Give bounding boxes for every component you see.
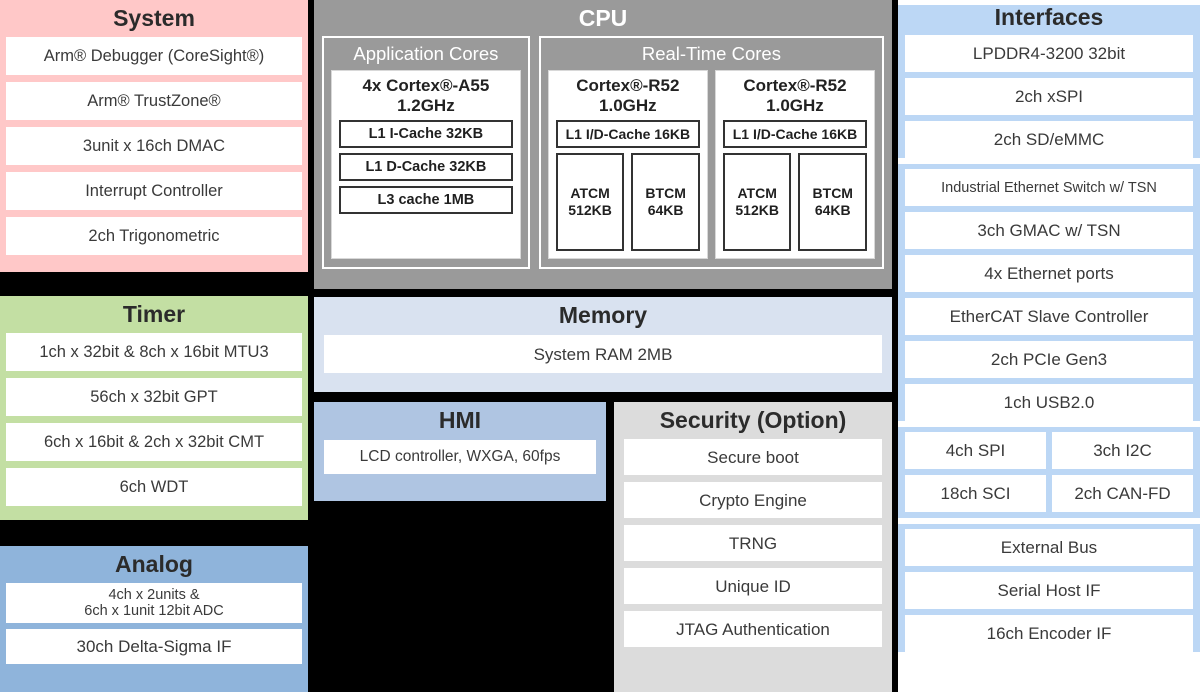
block-system-title: System	[113, 5, 195, 31]
block-interfaces-title: Interfaces	[994, 4, 1104, 30]
interfaces-item-gmac: 3ch GMAC w/ TSN	[905, 212, 1193, 250]
block-system: System Arm® Debugger (CoreSight®) Arm® T…	[0, 0, 308, 272]
core-r52-0-atcm-size: 512KB	[568, 202, 612, 219]
interfaces-group-misc: External Bus Serial Host IF 16ch Encoder…	[898, 524, 1200, 653]
interfaces-item-xspi: 2ch xSPI	[905, 78, 1193, 116]
memory-item-system-ram: System RAM 2MB	[324, 335, 882, 374]
system-item-trustzone: Arm® TrustZone®	[6, 82, 302, 121]
interfaces-item-serial-host-if: Serial Host IF	[905, 572, 1193, 610]
interfaces-group-serial: 4ch SPI 3ch I2C 18ch SCI 2ch CAN-FD	[898, 427, 1200, 519]
core-group-realtime: Real-Time Cores Cortex®-R52 1.0GHz L1 I/…	[538, 36, 884, 270]
security-item-unique-id: Unique ID	[624, 568, 882, 605]
interfaces-item-ethernet-ports: 4x Ethernet ports	[905, 255, 1193, 293]
block-analog: Analog 4ch x 2units & 6ch x 1unit 12bit …	[0, 546, 308, 692]
core-r52-0-atcm-label: ATCM	[570, 185, 610, 202]
core-r52-0-name: Cortex®-R52	[576, 76, 680, 96]
core-r52-1-name-block: Cortex®-R52 1.0GHz	[723, 76, 867, 115]
system-item-interrupt-controller: Interrupt Controller	[6, 172, 302, 211]
timer-item-gpt: 56ch x 32bit GPT	[6, 378, 302, 417]
core-group-realtime-title: Real-Time Cores	[641, 43, 781, 65]
system-item-debugger: Arm® Debugger (CoreSight®)	[6, 37, 302, 76]
timer-item-wdt: 6ch WDT	[6, 468, 302, 507]
analog-adc-line1: 4ch x 2units &	[108, 586, 200, 603]
analog-item-adc: 4ch x 2units & 6ch x 1unit 12bit ADC	[6, 583, 302, 624]
interfaces-group-network: Industrial Ethernet Switch w/ TSN 3ch GM…	[898, 164, 1200, 422]
interfaces-group-memory: Interfaces LPDDR4-3200 32bit 2ch xSPI 2c…	[898, 4, 1200, 159]
core-r52-0-btcm-size: 64KB	[647, 202, 684, 219]
system-item-trigonometric: 2ch Trigonometric	[6, 217, 302, 256]
interfaces-item-encoder-if: 16ch Encoder IF	[905, 615, 1193, 653]
core-card-r52-1: Cortex®-R52 1.0GHz L1 I/D-Cache 16KB ATC…	[714, 70, 876, 260]
core-r52-1-name: Cortex®-R52	[743, 76, 847, 96]
interfaces-item-industrial-ethernet-switch: Industrial Ethernet Switch w/ TSN	[905, 169, 1193, 207]
core-a55-l1i: L1 I-Cache 32KB	[339, 119, 513, 148]
core-r52-1-clock: 1.0GHz	[766, 95, 824, 115]
block-cpu: CPU Application Cores 4x Cortex®-A55 1.2…	[314, 0, 892, 289]
hmi-item-lcd-controller: LCD controller, WXGA, 60fps	[324, 440, 596, 475]
core-a55-name-block: 4x Cortex®-A55 1.2GHz	[339, 76, 513, 115]
block-security-title: Security (Option)	[659, 407, 847, 433]
interfaces-item-external-bus: External Bus	[905, 529, 1193, 567]
block-memory-title: Memory	[558, 302, 648, 328]
core-r52-1-btcm: BTCM 64KB	[798, 152, 868, 252]
interfaces-item-sd-emmc: 2ch SD/eMMC	[905, 121, 1193, 159]
interfaces-serial-grid: 4ch SPI 3ch I2C 18ch SCI 2ch CAN-FD	[905, 432, 1193, 513]
interfaces-item-lpddr4: LPDDR4-3200 32bit	[905, 35, 1193, 73]
analog-adc-line2: 6ch x 1unit 12bit ADC	[84, 603, 224, 620]
block-memory: Memory System RAM 2MB	[314, 297, 892, 392]
core-r52-0-btcm-label: BTCM	[645, 185, 686, 202]
security-item-trng: TRNG	[624, 525, 882, 562]
core-a55-l1d: L1 D-Cache 32KB	[339, 152, 513, 181]
core-r52-1-atcm-size: 512KB	[735, 202, 779, 219]
block-interfaces: Interfaces LPDDR4-3200 32bit 2ch xSPI 2c…	[898, 0, 1200, 692]
core-a55-l3: L3 cache 1MB	[339, 185, 513, 214]
interfaces-item-i2c: 3ch I2C	[1052, 432, 1193, 470]
block-timer-title: Timer	[122, 301, 186, 327]
timer-item-mtu3: 1ch x 32bit & 8ch x 16bit MTU3	[6, 333, 302, 372]
core-r52-1-btcm-size: 64KB	[814, 202, 851, 219]
core-r52-1-btcm-label: BTCM	[812, 185, 853, 202]
core-a55-clock: 1.2GHz	[397, 95, 455, 115]
interfaces-item-ethercat: EtherCAT Slave Controller	[905, 298, 1193, 336]
interfaces-item-can-fd: 2ch CAN-FD	[1052, 475, 1193, 513]
core-r52-0-btcm: BTCM 64KB	[631, 152, 700, 252]
core-r52-0-cache: L1 I/D-Cache 16KB	[555, 119, 700, 148]
core-r52-0-clock: 1.0GHz	[599, 95, 657, 115]
block-analog-title: Analog	[115, 551, 193, 577]
core-card-a55: 4x Cortex®-A55 1.2GHz L1 I-Cache 32KB L1…	[331, 70, 521, 260]
block-hmi-title: HMI	[438, 407, 482, 433]
interfaces-item-pcie: 2ch PCIe Gen3	[905, 341, 1193, 379]
core-group-application: Application Cores 4x Cortex®-A55 1.2GHz …	[322, 36, 530, 270]
timer-item-cmt: 6ch x 16bit & 2ch x 32bit CMT	[6, 423, 302, 462]
interfaces-item-spi: 4ch SPI	[905, 432, 1046, 470]
core-r52-1-tcm-row: ATCM 512KB BTCM 64KB	[722, 152, 868, 252]
block-timer: Timer 1ch x 32bit & 8ch x 16bit MTU3 56c…	[0, 296, 308, 520]
security-item-crypto-engine: Crypto Engine	[624, 482, 882, 519]
core-r52-0-name-block: Cortex®-R52 1.0GHz	[556, 76, 700, 115]
interfaces-item-sci: 18ch SCI	[905, 475, 1046, 513]
system-item-dmac: 3unit x 16ch DMAC	[6, 127, 302, 166]
core-r52-0-atcm: ATCM 512KB	[555, 152, 625, 252]
core-group-application-title: Application Cores	[353, 43, 499, 65]
realtime-core-cards: Cortex®-R52 1.0GHz L1 I/D-Cache 16KB ATC…	[547, 70, 876, 260]
security-item-secure-boot: Secure boot	[624, 439, 882, 476]
core-r52-0-tcm-row: ATCM 512KB BTCM 64KB	[555, 152, 700, 252]
core-r52-1-atcm-label: ATCM	[737, 185, 777, 202]
cpu-core-groups: Application Cores 4x Cortex®-A55 1.2GHz …	[322, 36, 884, 270]
core-a55-name: 4x Cortex®-A55	[362, 76, 490, 96]
core-r52-1-atcm: ATCM 512KB	[722, 152, 792, 252]
block-hmi: HMI LCD controller, WXGA, 60fps	[314, 402, 606, 501]
core-r52-1-cache: L1 I/D-Cache 16KB	[722, 119, 868, 148]
core-card-r52-0: Cortex®-R52 1.0GHz L1 I/D-Cache 16KB ATC…	[547, 70, 708, 260]
analog-item-delta-sigma: 30ch Delta-Sigma IF	[6, 629, 302, 665]
block-security: Security (Option) Secure boot Crypto Eng…	[614, 402, 892, 692]
interfaces-item-usb: 1ch USB2.0	[905, 384, 1193, 422]
block-cpu-title: CPU	[578, 5, 628, 31]
security-item-jtag-auth: JTAG Authentication	[624, 611, 882, 648]
